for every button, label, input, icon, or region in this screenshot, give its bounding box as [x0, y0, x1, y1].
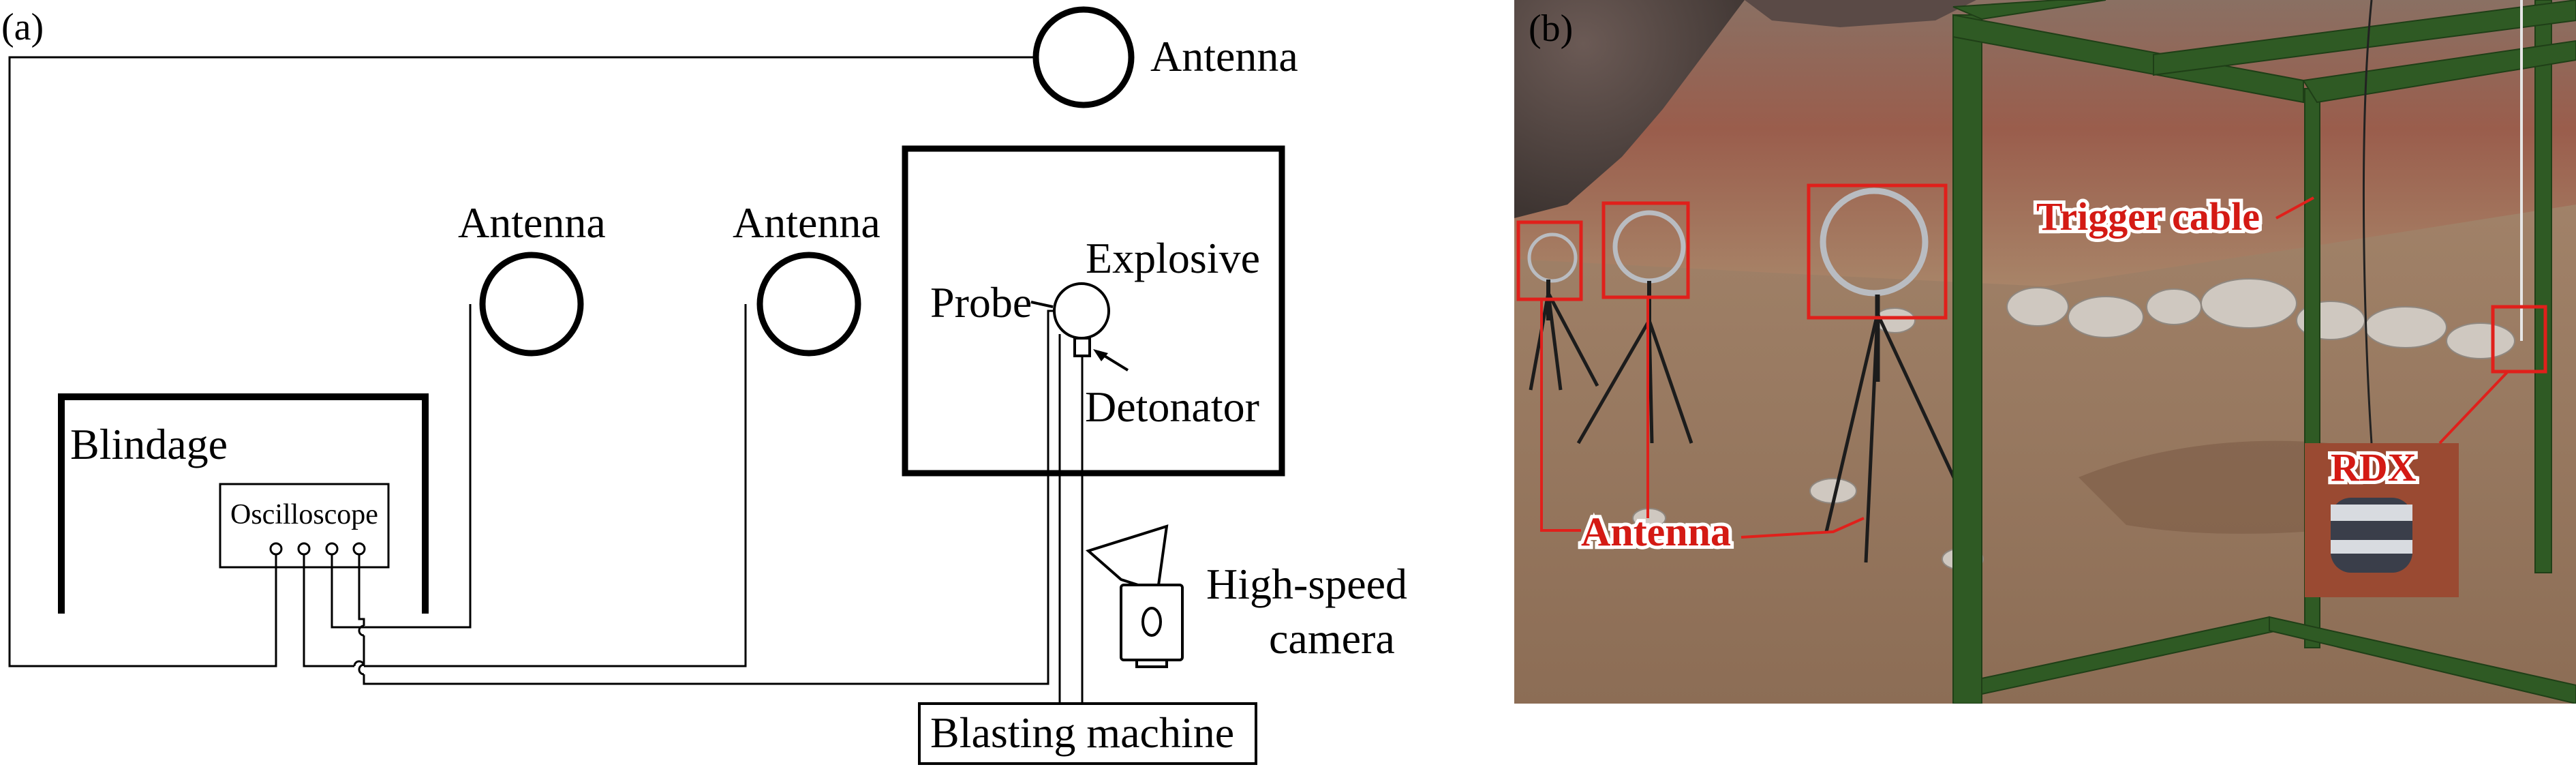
tripod-leg — [1529, 292, 1550, 391]
detonator-cap — [1073, 337, 1091, 357]
scope-port-2 — [297, 542, 311, 556]
middle-antenna-loop — [756, 252, 861, 357]
rdx-target-box — [2491, 305, 2547, 374]
camera-label-line1: High-speed — [1206, 560, 1407, 608]
frame-post-front — [1952, 14, 1982, 704]
rdx-charge-band-2 — [2331, 540, 2412, 554]
tripods — [1529, 280, 1982, 563]
rdx-charge-band — [2331, 505, 2412, 521]
antenna-box-3 — [1807, 183, 1948, 320]
cable-left-antenna — [331, 304, 472, 629]
blindage-label: Blindage — [70, 420, 228, 468]
frame-beam-upper — [1952, 0, 2106, 20]
cable-crossover-2 — [358, 663, 365, 676]
cable-wire — [2362, 0, 2373, 444]
annotation-leaders — [1540, 196, 2509, 539]
cable-probe-tail — [358, 554, 365, 626]
blasting-machine-label: Blasting machine — [930, 708, 1234, 757]
cable-crossover-3 — [358, 625, 365, 637]
tripod-leg — [1647, 320, 1693, 444]
tripod-leg — [1576, 319, 1651, 445]
panel-b-photo: Trigger cable Antenna RDX (b) — [1514, 0, 2576, 704]
rock — [2446, 322, 2515, 359]
panel-a-schematic: (a) Antenna Antenna Antenna Explosive Pr… — [1, 6, 1407, 765]
panel-a-tag: (a) — [1, 6, 44, 48]
scope-port-3 — [325, 542, 339, 556]
tripod-leg — [1824, 313, 1880, 532]
vegetation-top — [1745, 0, 1976, 27]
high-speed-camera — [1085, 524, 1184, 668]
cable-middle-antenna-end — [303, 554, 354, 667]
rock — [2146, 288, 2202, 325]
left-antenna-loop — [479, 252, 584, 357]
annotation-boxes — [1516, 183, 2547, 374]
top-antenna-loop — [1032, 6, 1135, 108]
rdx-leader — [2438, 370, 2509, 445]
rdx-inset — [2305, 443, 2459, 597]
explosive-label: Explosive — [1086, 234, 1260, 282]
trigger-leader — [2275, 196, 2314, 220]
antenna-leader-1 — [1540, 299, 1581, 532]
frame-beam-right — [2153, 0, 2576, 76]
detonator-label: Detonator — [1085, 382, 1259, 431]
field-antenna-label: Antenna — [1581, 509, 1731, 554]
top-antenna-label: Antenna — [1150, 32, 1298, 80]
camera-lens-hood — [1085, 524, 1169, 586]
cable-top-antenna — [8, 56, 1036, 667]
camera-base — [1135, 659, 1168, 668]
field-antenna-loop-1 — [1527, 232, 1578, 283]
scope-port-4 — [352, 542, 366, 556]
rock — [2006, 287, 2069, 327]
tripod-leg — [1546, 292, 1599, 387]
steel-frame — [1952, 0, 2576, 704]
scope-port-1 — [269, 542, 283, 556]
vegetation-left — [1514, 0, 1745, 218]
frame-post-far — [2534, 0, 2552, 573]
camera-label-line2: camera — [1269, 614, 1395, 663]
frame-beam-bottom-right — [2269, 616, 2576, 704]
rocks — [1632, 278, 2515, 571]
cable-probe — [363, 310, 1054, 685]
frame-beam-back — [2302, 40, 2576, 104]
camera-lens-icon — [1141, 607, 1162, 637]
middle-antenna-label: Antenna — [733, 198, 880, 247]
panel-b-tag: (b) — [1529, 7, 1573, 50]
blindage-wall — [58, 393, 429, 614]
trigger-cable-label: Trigger cable — [2036, 194, 2260, 239]
antenna-box-1 — [1516, 220, 1583, 301]
signal-cables — [8, 56, 1084, 704]
field-antenna-loop-3 — [1820, 187, 1929, 297]
blasting-machine-box — [918, 702, 1257, 765]
antenna-leader-3 — [1741, 517, 1865, 539]
explosion-chamber-box — [902, 145, 1285, 477]
probe-label: Probe — [930, 278, 1032, 327]
cable-middle-antenna — [364, 304, 747, 667]
explosive-charge — [1053, 282, 1110, 340]
detonator-arrowhead — [1093, 349, 1108, 361]
rock — [2364, 306, 2447, 348]
antenna-box-2 — [1601, 201, 1690, 299]
camera-body — [1120, 584, 1184, 661]
rock — [2068, 296, 2144, 338]
probe-pointer — [1030, 301, 1054, 308]
rock — [2201, 278, 2297, 329]
rdx-label: RDX — [2331, 445, 2417, 490]
left-antenna-label: Antenna — [458, 198, 606, 247]
oscilloscope-label: Oscilloscope — [230, 499, 378, 530]
